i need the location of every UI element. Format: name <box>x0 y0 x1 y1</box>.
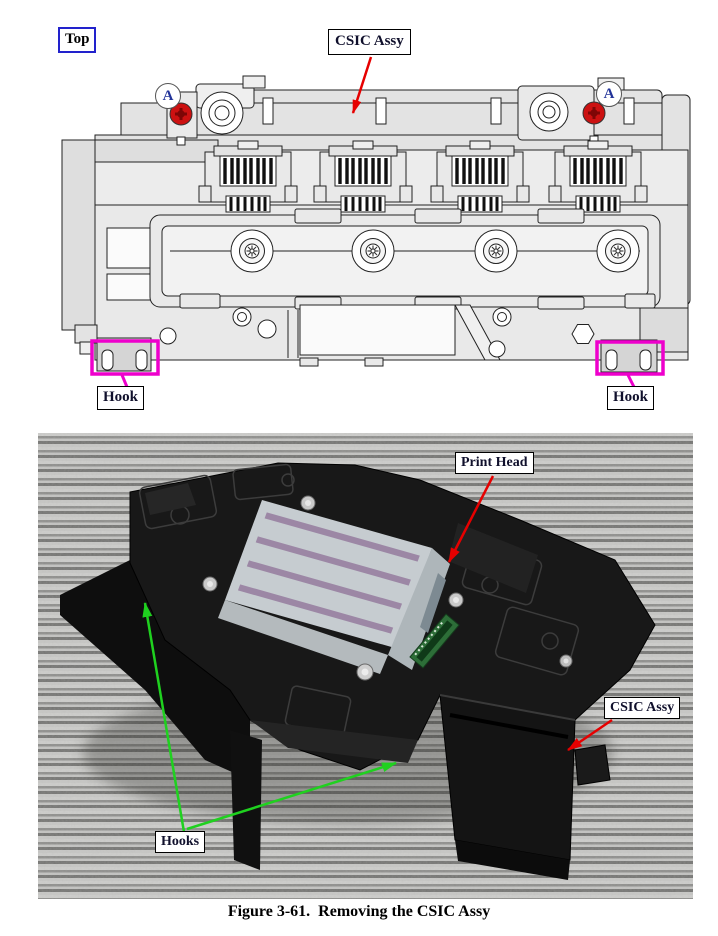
hook-right-drawing <box>600 339 658 373</box>
print-head-assembly <box>60 462 656 880</box>
hooks-arrow-right <box>186 761 397 831</box>
label-print-head: Print Head <box>455 452 534 475</box>
label-csic-assy-photo: CSIC Assy <box>604 697 681 720</box>
print-head-photo <box>38 433 693 899</box>
hooks-arrow-left <box>142 602 186 833</box>
label-hook-left: Hook <box>97 386 145 410</box>
pcb-connector <box>409 613 460 669</box>
hook-left-drawing <box>96 337 152 372</box>
carriage-top-view-drawing <box>61 56 691 388</box>
label-screw-a-right: A <box>596 81 622 107</box>
label-hook-right: Hook <box>607 386 655 410</box>
print-head-arrow <box>447 475 495 563</box>
csic-assy-photo-arrow <box>567 718 613 752</box>
assembly-screws <box>202 495 573 681</box>
figure-caption: Figure 3-61. Removing the CSIC Assy <box>227 903 491 920</box>
label-csic-assy-diagram: CSIC Assy <box>328 29 411 55</box>
hook-left-highlight-box <box>90 339 160 376</box>
csic-assy-arrow <box>351 56 373 114</box>
csic-assy-part <box>439 694 611 880</box>
label-screw-a-left: A <box>155 83 181 109</box>
label-top: Top <box>58 27 97 53</box>
print-head-plate <box>225 500 432 648</box>
hook-right-highlight-box <box>595 340 665 376</box>
label-hooks: Hooks <box>155 831 206 854</box>
carriage-line-art <box>61 75 691 373</box>
